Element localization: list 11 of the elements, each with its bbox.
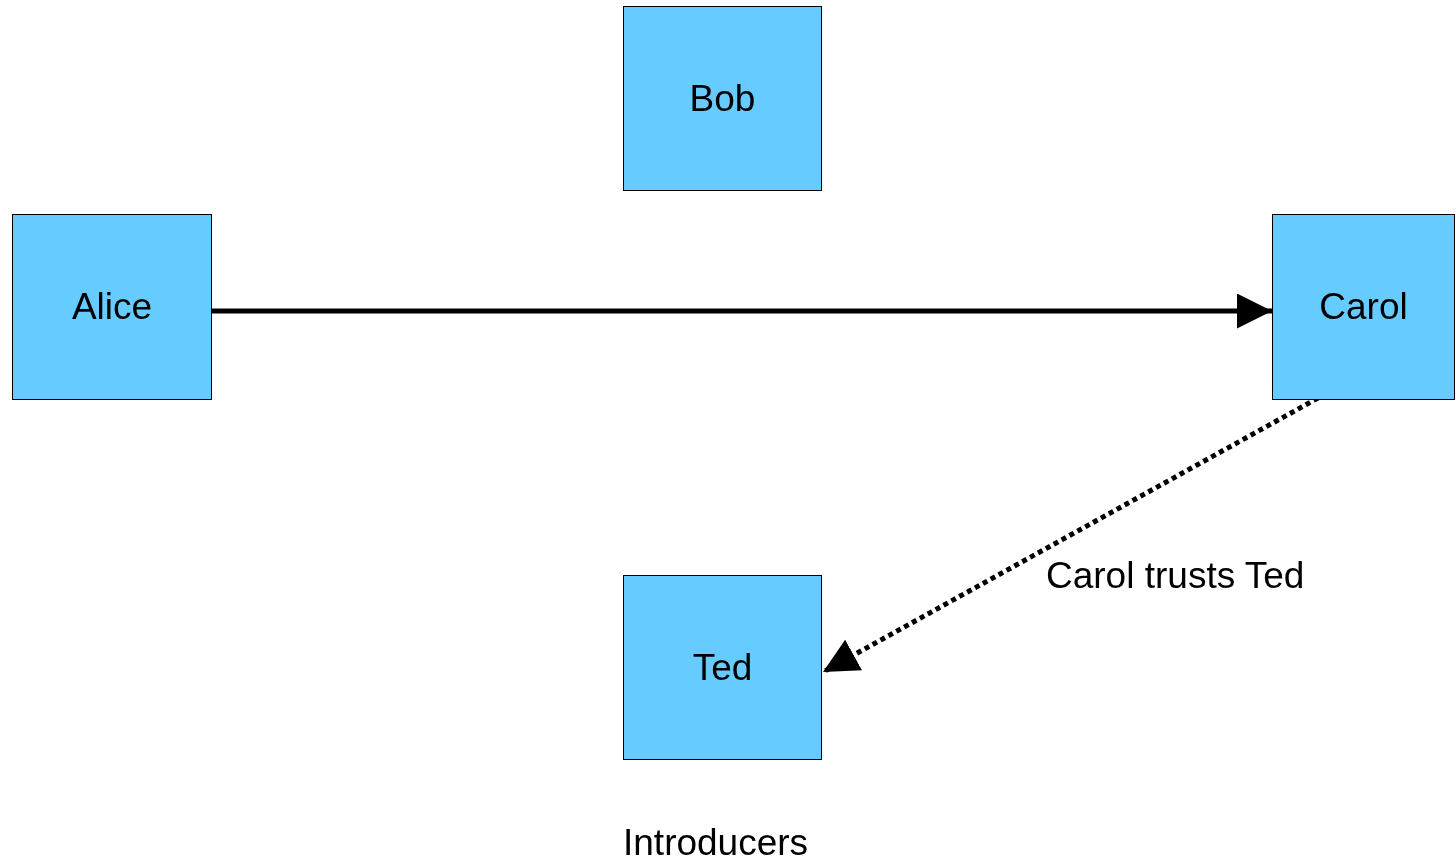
person-box (623, 6, 822, 191)
node-label: Bob (689, 77, 756, 120)
node-label: Alice (71, 286, 153, 328)
node-label: Carol (1319, 286, 1408, 328)
person-box (12, 214, 212, 400)
arrow (212, 293, 1272, 329)
node-label: Ted (692, 646, 753, 689)
edge-label: Carol trusts Ted (1046, 555, 1305, 597)
person-box (623, 575, 822, 760)
person-box (1272, 214, 1455, 400)
caption: Introducers (623, 822, 809, 864)
